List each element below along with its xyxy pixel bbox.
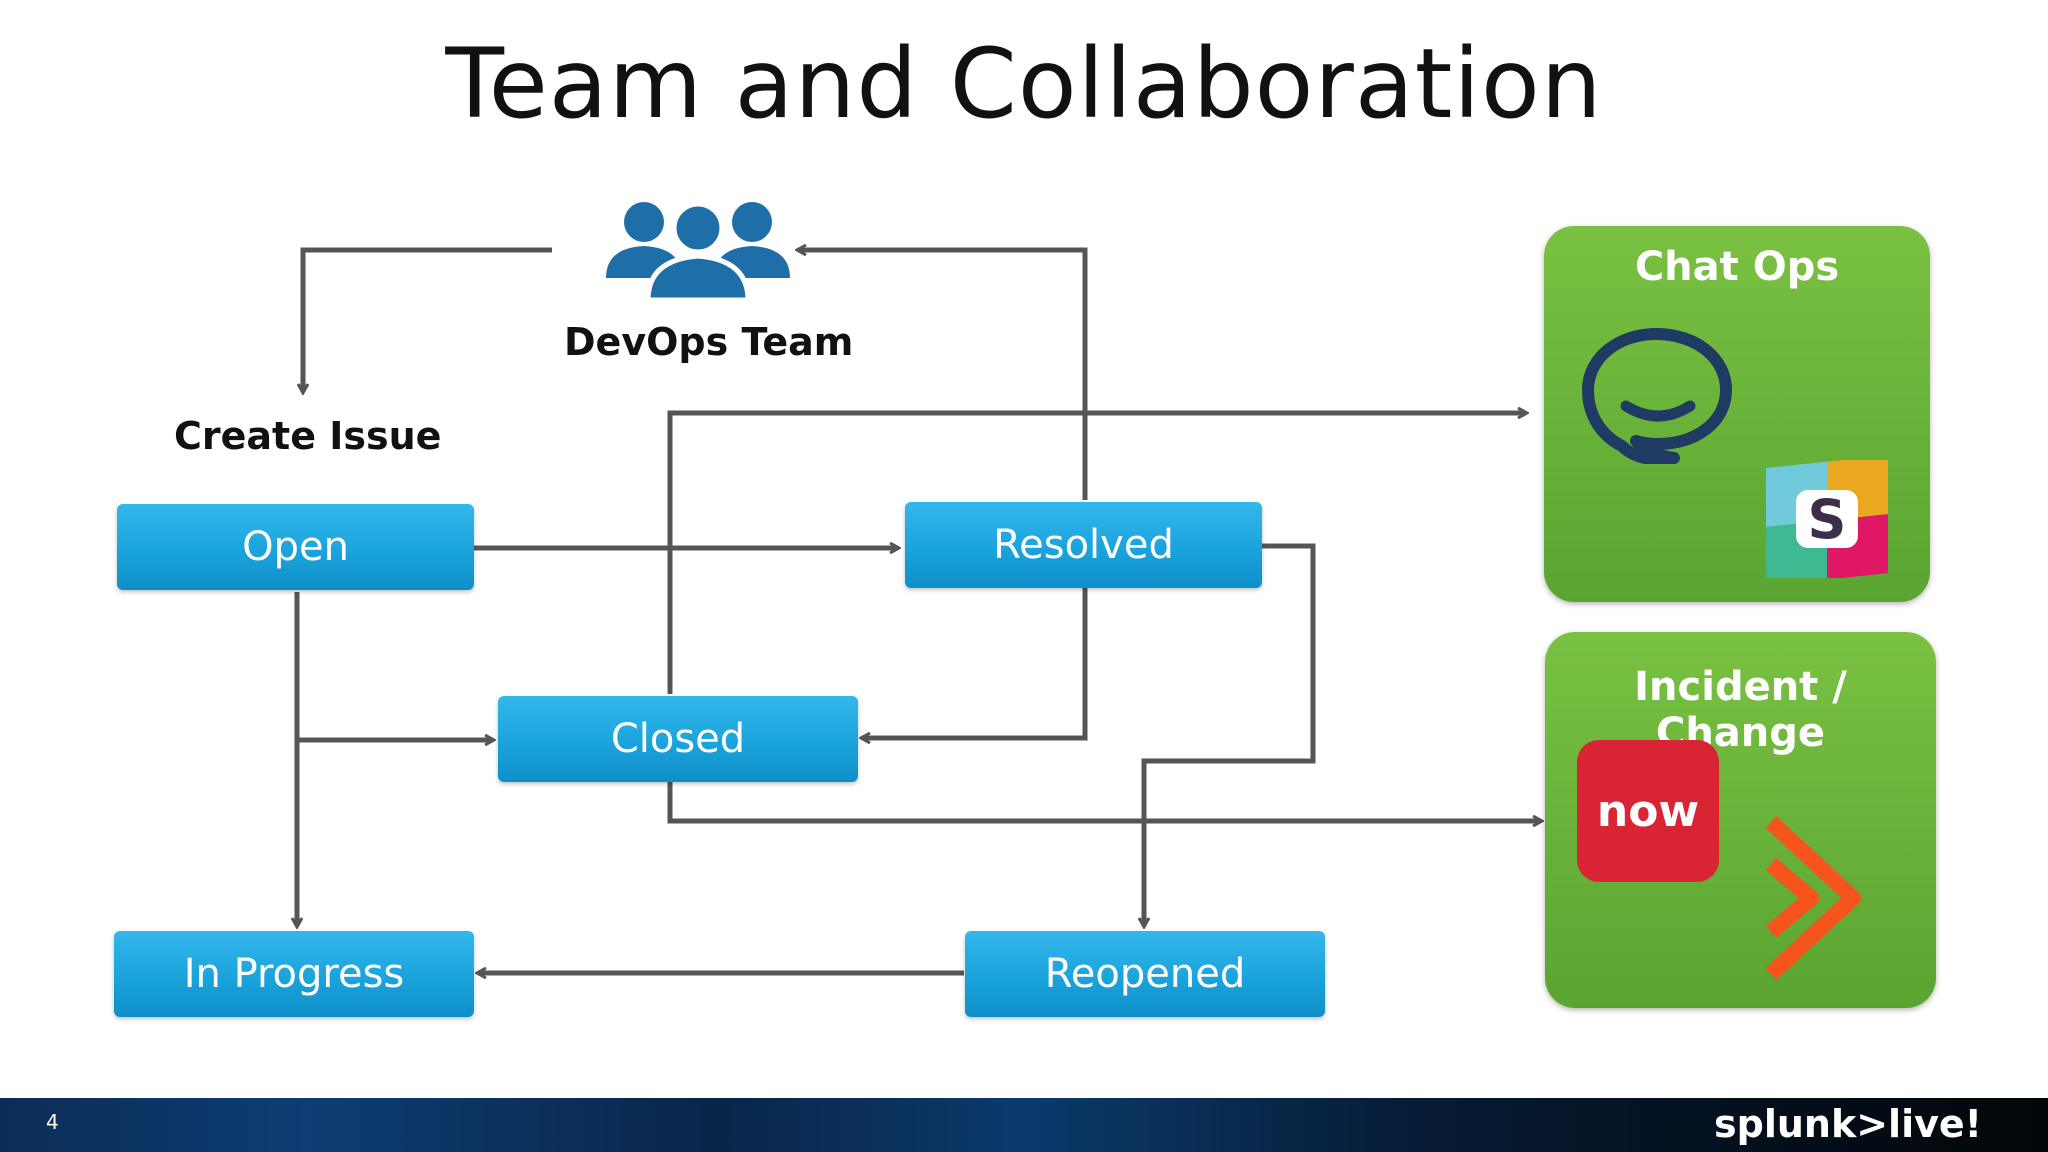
hipchat-icon xyxy=(1582,328,1732,464)
chat-ops-panel: Chat Ops S xyxy=(1544,226,1930,602)
arrow-closed-to-incident xyxy=(667,782,1541,821)
state-open[interactable]: Open xyxy=(117,504,474,590)
create-issue-label: Create Issue xyxy=(174,414,442,458)
state-closed-label: Closed xyxy=(610,716,746,762)
servicenow-icon: now xyxy=(1577,740,1719,882)
page-number: 4 xyxy=(46,1110,59,1134)
state-closed[interactable]: Closed xyxy=(498,696,858,782)
state-open-label: Open xyxy=(242,524,349,570)
slack-icon: S xyxy=(1766,460,1888,578)
arrow-resolved-to-closed xyxy=(862,588,1088,738)
chat-ops-title: Chat Ops xyxy=(1634,244,1840,290)
arrow-resolved-to-team xyxy=(798,250,1088,500)
page-title: Team and Collaboration xyxy=(445,28,1603,140)
brand-logo: splunk>live! xyxy=(1714,1102,1982,1146)
state-resolved[interactable]: Resolved xyxy=(905,502,1262,588)
arrow-closed-to-chatops xyxy=(667,413,1526,694)
state-in-progress-label: In Progress xyxy=(183,951,405,997)
svg-text:S: S xyxy=(1808,488,1847,551)
footer-bar: 4 splunk>live! xyxy=(0,1098,2048,1152)
state-resolved-label: Resolved xyxy=(993,522,1174,568)
bmc-icon xyxy=(1765,816,1861,980)
people-group-icon xyxy=(606,201,790,302)
devops-team-label: DevOps Team xyxy=(564,320,854,364)
incident-change-title: Incident / Change xyxy=(1634,664,1847,756)
state-reopened[interactable]: Reopened xyxy=(965,931,1325,1017)
state-reopened-label: Reopened xyxy=(1044,951,1246,997)
arrow-team-to-create-issue xyxy=(303,247,552,392)
servicenow-label: now xyxy=(1596,785,1700,837)
arrow-resolved-to-reopened xyxy=(1144,543,1316,926)
state-in-progress[interactable]: In Progress xyxy=(114,931,474,1017)
incident-change-panel: Incident / Change now xyxy=(1545,632,1936,1008)
